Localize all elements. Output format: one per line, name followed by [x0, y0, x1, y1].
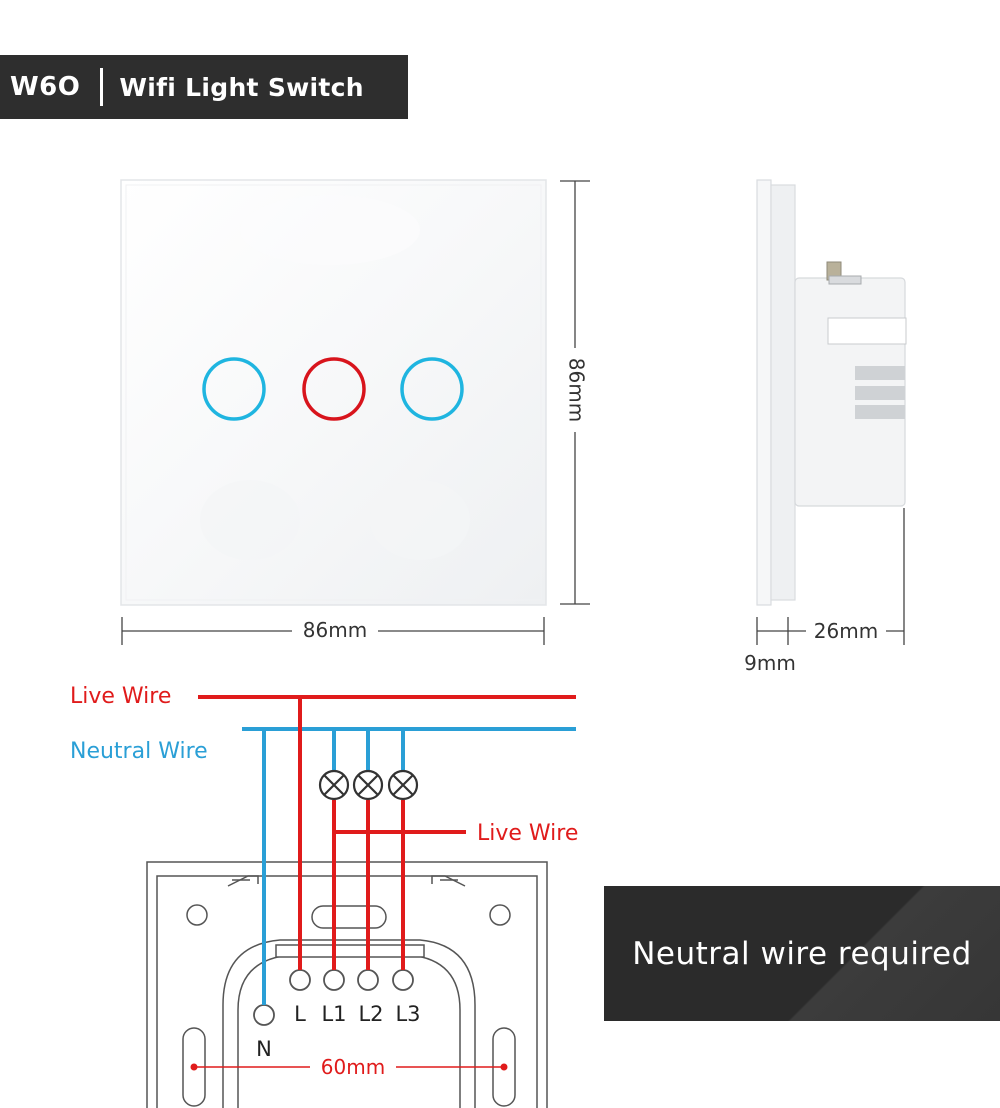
product-name: Wifi Light Switch	[119, 72, 364, 102]
touch-button-1	[202, 357, 266, 421]
wiring-diagram	[198, 695, 576, 1005]
touch-button-2	[302, 357, 366, 421]
side-view	[756, 179, 907, 606]
glass-thickness-label: 9mm	[744, 651, 796, 675]
side-depth-label: 26mm	[814, 619, 878, 643]
front-width-label: 86mm	[303, 618, 367, 642]
live-wire-label: Live Wire	[70, 684, 171, 709]
lamp-icon	[387, 769, 419, 801]
lamp-icon	[352, 769, 384, 801]
terminal-label-n: N	[256, 1037, 272, 1061]
front-width-dimension	[121, 617, 545, 645]
mounting-dimension	[190, 1063, 508, 1071]
neutral-wire-label: Neutral Wire	[70, 739, 208, 764]
mounting-spacing-label: 60mm	[321, 1055, 385, 1079]
neutral-required-note: Neutral wire required	[604, 886, 1000, 1021]
live-out-label: Live Wire	[477, 821, 578, 846]
terminals	[253, 969, 414, 1026]
touch-button-3	[400, 357, 464, 421]
title-banner: W6O Wifi Light Switch	[0, 55, 408, 119]
terminal-label-l: L	[294, 1002, 306, 1026]
terminal-label-l3: L3	[395, 1002, 420, 1026]
front-height-dimension	[560, 180, 590, 605]
terminal-label-l1: L1	[321, 1002, 346, 1026]
back-plate	[146, 861, 548, 1108]
front-height-label: 86mm	[565, 358, 589, 422]
side-depth-dimension	[756, 508, 905, 645]
terminal-label-l2: L2	[358, 1002, 383, 1026]
title-divider	[100, 68, 104, 106]
note-text: Neutral wire required	[632, 935, 972, 972]
glass-panel	[120, 179, 547, 606]
lamp-icon	[318, 769, 350, 801]
model-code: W6O	[10, 72, 81, 102]
front-view	[120, 179, 547, 606]
